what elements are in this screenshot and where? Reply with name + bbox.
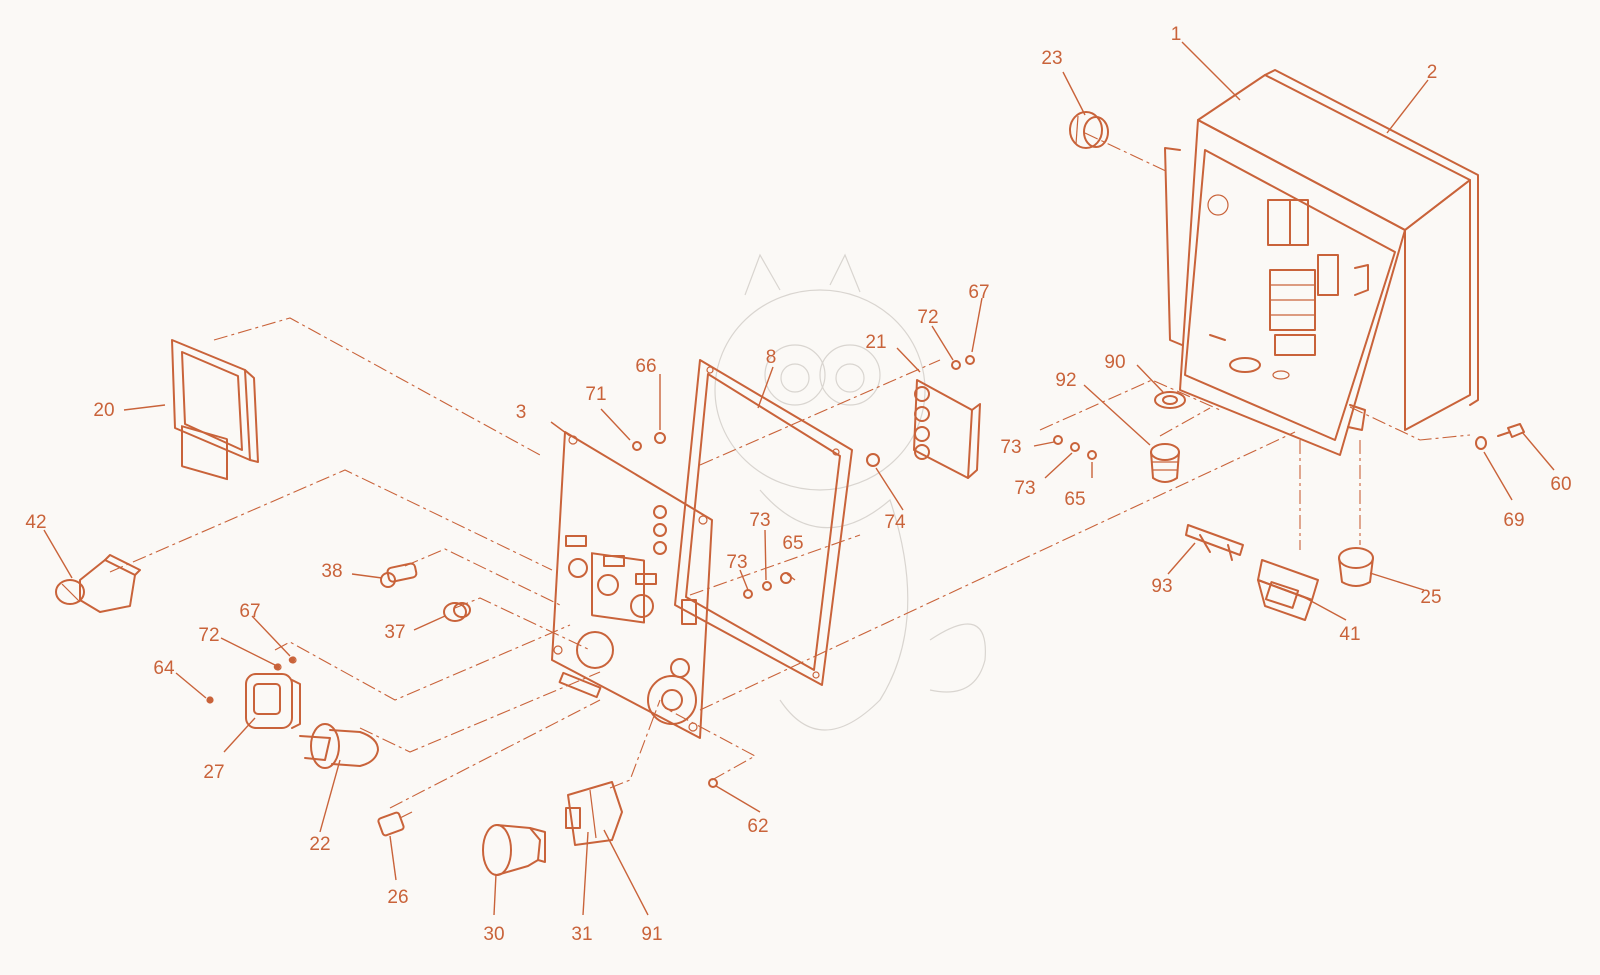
cable-gland-25 bbox=[1338, 547, 1374, 587]
callout-65-panel: 65 bbox=[782, 533, 803, 554]
gland-90 bbox=[1154, 391, 1186, 409]
callout-60: 60 bbox=[1550, 474, 1571, 495]
contact-block bbox=[565, 781, 623, 846]
callout-72-left: 72 bbox=[198, 625, 219, 646]
callout-30: 30 bbox=[483, 924, 504, 945]
callout-67-left: 67 bbox=[239, 601, 260, 622]
callout-73-panel-top: 73 bbox=[749, 510, 770, 531]
callout-23: 23 bbox=[1041, 48, 1062, 69]
callout-2: 2 bbox=[1427, 62, 1438, 83]
callout-26: 26 bbox=[387, 887, 408, 908]
callout-73-right-top: 73 bbox=[1000, 437, 1021, 458]
callout-74: 74 bbox=[884, 512, 906, 533]
callout-93: 93 bbox=[1151, 576, 1172, 597]
selector-switch bbox=[55, 554, 141, 613]
callout-8: 8 bbox=[766, 347, 777, 368]
washer-69 bbox=[1475, 436, 1487, 450]
callout-71: 71 bbox=[585, 384, 606, 405]
callout-67-top: 67 bbox=[968, 282, 989, 303]
callout-20: 20 bbox=[93, 400, 114, 421]
fuse-holder bbox=[377, 811, 413, 837]
callout-66: 66 bbox=[635, 356, 656, 377]
callout-22: 22 bbox=[309, 834, 330, 855]
gland-92 bbox=[1150, 443, 1180, 483]
connector-block bbox=[913, 379, 981, 479]
enclosure-box bbox=[1164, 69, 1479, 456]
watermark bbox=[714, 253, 986, 731]
callout-91: 91 bbox=[641, 924, 662, 945]
bolt-60 bbox=[1497, 423, 1525, 438]
callout-27: 27 bbox=[203, 762, 224, 783]
callout-72-top: 72 bbox=[917, 307, 938, 328]
cap bbox=[1069, 111, 1109, 149]
callout-69: 69 bbox=[1503, 510, 1524, 531]
callout-64: 64 bbox=[153, 658, 175, 679]
callout-37: 37 bbox=[384, 622, 405, 643]
callout-90: 90 bbox=[1104, 352, 1125, 373]
front-panel bbox=[551, 431, 713, 739]
gasket bbox=[674, 359, 853, 686]
socket-connector bbox=[206, 656, 301, 729]
screw-62 bbox=[708, 778, 718, 788]
display-module bbox=[171, 339, 259, 481]
callout-92: 92 bbox=[1055, 370, 1076, 391]
emergency-stop-button bbox=[482, 824, 546, 876]
callout-73-panel-bottom: 73 bbox=[726, 552, 747, 573]
small-lamp bbox=[380, 562, 418, 588]
assembly-lines bbox=[109, 132, 1471, 809]
callout-65-right: 65 bbox=[1064, 489, 1085, 510]
callout-25: 25 bbox=[1420, 587, 1441, 608]
small-hardware bbox=[206, 355, 1097, 704]
small-plug bbox=[443, 602, 471, 622]
key-switch bbox=[299, 723, 379, 769]
callout-3: 3 bbox=[516, 402, 527, 423]
callout-21: 21 bbox=[865, 332, 886, 353]
leader-lines bbox=[43, 41, 1555, 916]
callout-38: 38 bbox=[321, 561, 342, 582]
callout-labels: 1 2 23 20 3 8 71 66 21 72 67 74 73 73 65… bbox=[25, 24, 1571, 945]
clip-93 bbox=[1185, 524, 1244, 561]
rocker-switch bbox=[1257, 559, 1319, 621]
callout-73-right-bottom: 73 bbox=[1014, 478, 1035, 499]
callout-42: 42 bbox=[25, 512, 46, 533]
callout-62: 62 bbox=[747, 816, 768, 837]
callout-1: 1 bbox=[1171, 24, 1182, 45]
callout-31: 31 bbox=[571, 924, 592, 945]
callout-41: 41 bbox=[1339, 624, 1360, 645]
